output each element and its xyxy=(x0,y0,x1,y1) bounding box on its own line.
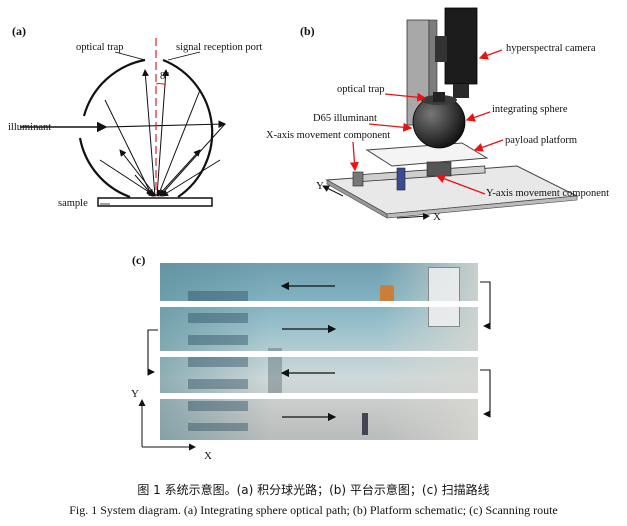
axis-label-x-c: X xyxy=(204,450,212,462)
scanning-route-arrows xyxy=(138,281,491,451)
scanned-image xyxy=(160,263,478,440)
label-hyperspectral-camera: hyperspectral camera xyxy=(506,43,596,54)
label-y-axis-component: Y-axis movement component xyxy=(486,188,610,199)
figure-decoration xyxy=(362,413,368,435)
label-x-axis-component: X-axis movement component xyxy=(266,130,391,141)
label-illuminant: illuminant xyxy=(8,122,52,133)
calligraphy-decoration xyxy=(188,291,248,431)
figure-caption-en: Fig. 1 System diagram. (a) Integrating s… xyxy=(69,503,558,517)
label-d65-illuminant: D65 illuminant xyxy=(313,113,377,124)
label-optical-trap-b: optical trap xyxy=(337,84,385,95)
panel-a-label: (a) xyxy=(12,24,26,38)
hyperspectral-camera xyxy=(444,7,478,85)
label-payload-platform: payload platform xyxy=(505,135,578,146)
integrating-sphere-optical-path-diagram xyxy=(20,38,227,207)
sphere-outline xyxy=(82,58,146,117)
orange-figure-decoration xyxy=(380,285,394,303)
panel-b-label: (b) xyxy=(300,24,315,38)
figure-caption-zh: 图 1 系统示意图。(a) 积分球光路；(b) 平台示意图；(c) 扫描路线 xyxy=(137,483,490,497)
scan-band-separator xyxy=(160,301,478,307)
label-signal-port: signal reception port xyxy=(176,42,263,53)
label-integrating-sphere: integrating sphere xyxy=(492,104,568,115)
scan-band-separator xyxy=(160,351,478,357)
label-optical-trap-a: optical trap xyxy=(76,42,124,53)
sample-plate xyxy=(97,197,213,207)
scan-band-separator xyxy=(160,393,478,399)
axis-label-y-c: Y xyxy=(131,388,139,400)
axis-label-y-b: Y xyxy=(316,180,324,192)
platform-schematic xyxy=(322,7,579,220)
panel-c-label: (c) xyxy=(132,253,146,267)
label-sample: sample xyxy=(58,198,88,209)
axis-label-x-b: X xyxy=(433,211,441,223)
label-angle: 8° xyxy=(160,71,170,82)
